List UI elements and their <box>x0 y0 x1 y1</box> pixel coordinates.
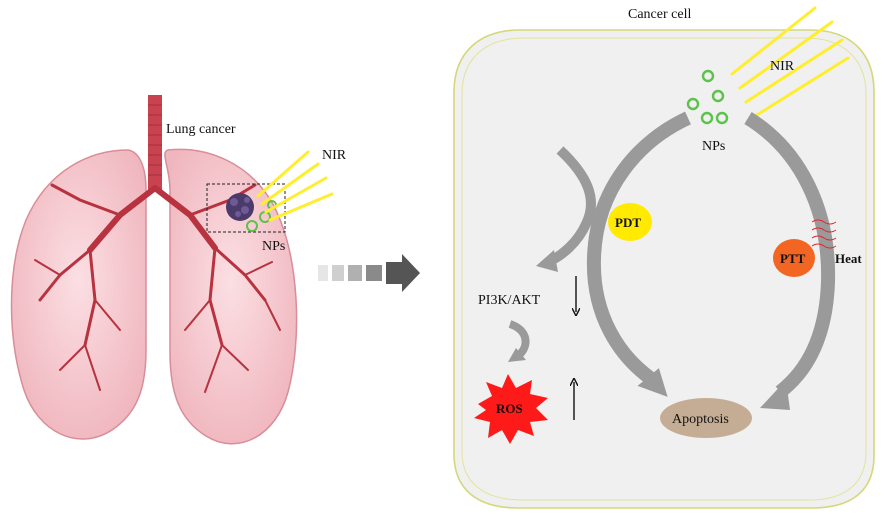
ptt-label: PTT <box>780 251 806 266</box>
arrow-nps-to-apoptosis-left <box>586 111 691 384</box>
arrow-pi3k-to-ros <box>508 320 530 360</box>
left-lung <box>10 149 147 440</box>
apoptosis-label: Apoptosis <box>672 412 729 427</box>
nps-label-right: NPs <box>702 139 725 154</box>
apoptosis-node <box>660 398 752 438</box>
arrow-nps-to-apoptosis-right <box>744 112 836 398</box>
ptt-node <box>773 239 815 277</box>
pdt-node <box>608 203 652 241</box>
lungs-illustration <box>10 95 334 445</box>
lung-cancer-label: Lung cancer <box>166 122 236 137</box>
pdt-label: PDT <box>615 215 641 230</box>
arrow-to-pi3k <box>545 146 596 267</box>
nir-beams-right <box>730 6 850 120</box>
cancer-cell-membrane <box>453 29 875 509</box>
ros-burst <box>474 374 548 444</box>
nps-label-left: NPs <box>262 239 285 254</box>
tumor <box>226 193 254 221</box>
trachea <box>148 95 162 190</box>
zoom-box <box>206 183 286 233</box>
pathway-arrows <box>508 111 836 410</box>
np-particles-right <box>686 69 729 125</box>
nir-label-right: NIR <box>770 59 795 74</box>
nir-beams-left <box>256 150 334 222</box>
heat-waves-icon <box>811 219 837 249</box>
nir-label-left: NIR <box>322 148 347 163</box>
bronchi <box>34 183 281 393</box>
transition-arrow <box>318 254 420 292</box>
ros-label: ROS <box>496 401 523 416</box>
heat-label: Heat <box>835 251 862 266</box>
cancer-cell-label: Cancer cell <box>628 7 691 22</box>
pi3k-akt-label: PI3K/AKT <box>478 293 541 308</box>
